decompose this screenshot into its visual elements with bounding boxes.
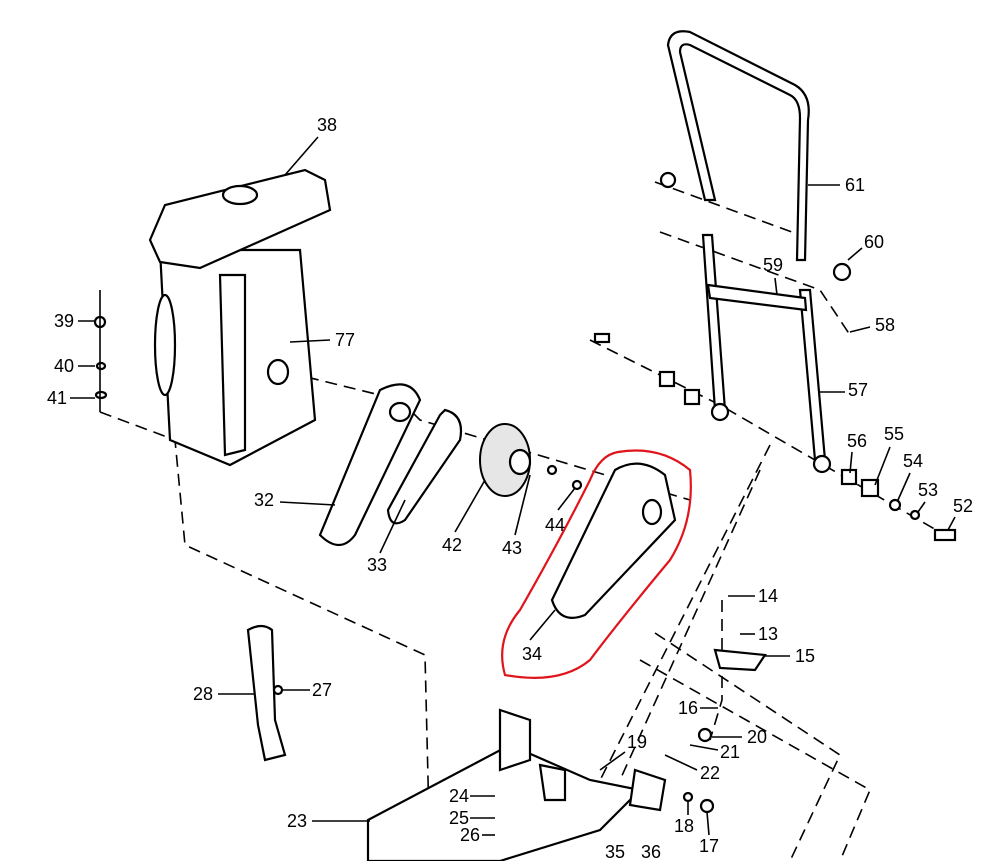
- callout-60: 60: [864, 232, 884, 252]
- callout-22: 22: [700, 763, 720, 783]
- callout-54: 54: [903, 451, 923, 471]
- callout-20: 20: [747, 727, 767, 747]
- callout-16: 16: [678, 698, 698, 718]
- callout-44: 44: [545, 515, 565, 535]
- callout-77: 77: [335, 330, 355, 350]
- callout-23: 23: [287, 811, 307, 831]
- callout-18: 18: [674, 816, 694, 836]
- handle: [593, 30, 957, 542]
- callout-34: 34: [522, 644, 542, 664]
- callout-52: 52: [953, 496, 973, 516]
- belt: [386, 408, 463, 525]
- callout-14: 14: [758, 586, 778, 606]
- callout-53: 53: [918, 480, 938, 500]
- highlight-outline: [501, 449, 692, 679]
- callout-33: 33: [367, 555, 387, 575]
- callout-28: 28: [193, 684, 213, 704]
- callout-21: 21: [720, 742, 740, 762]
- callout-26: 26: [460, 825, 480, 845]
- arm-hole: [388, 401, 412, 423]
- frame: [366, 648, 767, 861]
- washer: [546, 464, 558, 476]
- callout-38: 38: [317, 115, 337, 135]
- callout-56: 56: [847, 431, 867, 451]
- callout-13: 13: [758, 624, 778, 644]
- callout-39: 39: [54, 311, 74, 331]
- callout-40: 40: [54, 356, 74, 376]
- idler-arm: [318, 383, 422, 547]
- callout-36: 36: [641, 842, 661, 861]
- callout-15: 15: [795, 646, 815, 666]
- callout-25: 25: [449, 808, 469, 828]
- callout-41: 41: [47, 388, 67, 408]
- callout-32: 32: [254, 490, 274, 510]
- callout-24: 24: [449, 786, 469, 806]
- belt-guard: [501, 449, 692, 679]
- leader-lines: [70, 136, 956, 836]
- callout-42: 42: [442, 535, 462, 555]
- engine: [148, 168, 332, 467]
- callout-59: 59: [763, 255, 783, 275]
- bolt: [571, 479, 583, 491]
- bracket: [246, 624, 287, 762]
- callout-43: 43: [502, 538, 522, 558]
- callout-35: 35: [605, 842, 625, 861]
- callout-labels: 38 39 40 41 77 32 33 42 43 44 34 61 60 5…: [47, 115, 973, 861]
- callout-57: 57: [848, 380, 868, 400]
- callout-58: 58: [875, 315, 895, 335]
- callout-55: 55: [884, 424, 904, 444]
- callout-17: 17: [699, 836, 719, 856]
- callout-61: 61: [845, 175, 865, 195]
- assembly-dashed-lines: [99, 181, 946, 861]
- callout-19: 19: [627, 732, 647, 752]
- callout-27: 27: [312, 680, 332, 700]
